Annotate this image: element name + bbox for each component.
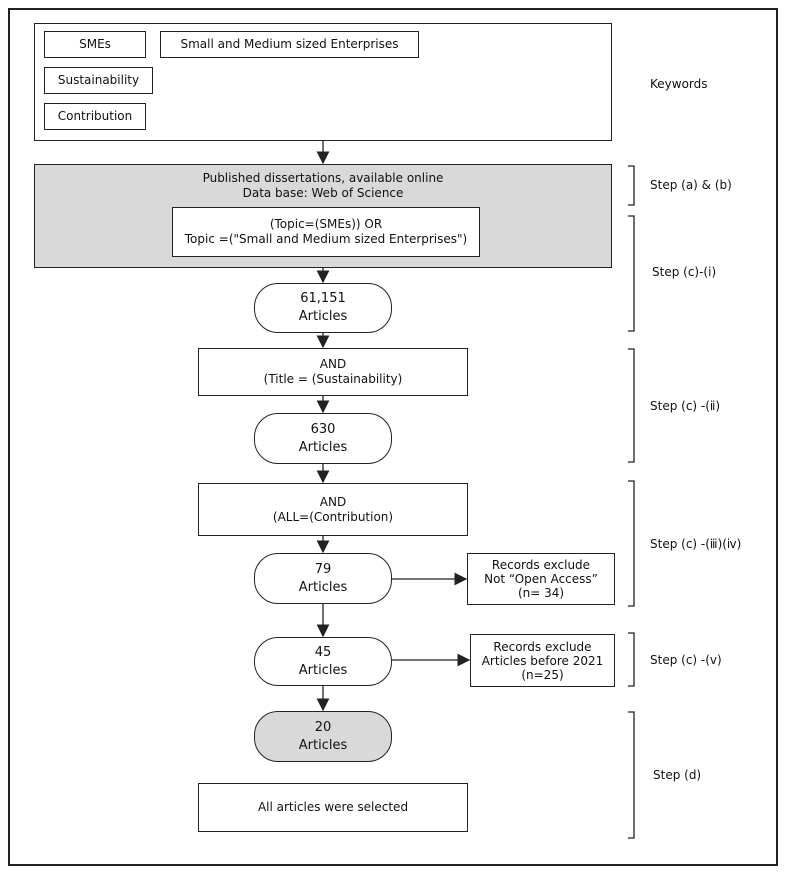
bracket-c-i xyxy=(628,215,635,332)
count-3-label: Articles xyxy=(298,579,348,595)
count-5-value: 20 xyxy=(314,719,332,735)
database-query-box: (Topic=(SMEs)) OR Topic =("Small and Med… xyxy=(172,207,480,257)
keyword-sustainability-text: Sustainability xyxy=(57,73,140,87)
count-box-1: 61,151 Articles xyxy=(254,283,392,333)
count-1-label: Articles xyxy=(298,309,348,324)
step-label-ab: Step (a) & (b) xyxy=(650,178,732,192)
exclude-2-line3: (n=25) xyxy=(521,667,564,682)
database-query-line1: (Topic=(SMEs)) OR xyxy=(269,217,383,231)
keyword-smes: SMEs xyxy=(44,31,146,58)
count-box-4: 45 Articles xyxy=(254,637,392,686)
bracket-c-v xyxy=(628,632,635,687)
count-4-label: Articles xyxy=(298,662,348,678)
and-title-line2: (Title = (Sustainability) xyxy=(263,372,403,386)
and-all-line1: AND xyxy=(319,494,347,509)
step-label-c-i: Step (c)-(ⅰ) xyxy=(652,265,717,279)
count-2-label: Articles xyxy=(298,439,348,455)
step-label-c-v: Step (c) -(ⅴ) xyxy=(650,653,722,667)
count-5-label: Articles xyxy=(298,737,348,753)
step-label-d: Step (d) xyxy=(653,768,702,782)
diagram-frame xyxy=(8,8,778,866)
final-selection-box: All articles were selected xyxy=(198,783,468,832)
exclude-1-line2: Not “Open Access” xyxy=(484,572,598,586)
keyword-contribution: Contribution xyxy=(44,103,146,130)
step-label-c-ii: Step (c) -(ⅱ) xyxy=(650,399,721,413)
exclude-1-line1: Records exclude xyxy=(491,558,591,572)
step-label-c-iii-iv: Step (c) -(ⅲ)(ⅳ) xyxy=(650,537,742,551)
exclude-2-line2: Articles before 2021 xyxy=(481,653,604,668)
and-all-line2: (ALL=(Contribution) xyxy=(272,509,394,524)
database-line1: Published dissertations, available onlin… xyxy=(202,171,444,185)
keyword-smes-full-text: Small and Medium sized Enterprises xyxy=(180,37,399,51)
count-box-2: 630 Articles xyxy=(254,413,392,464)
count-1-value: 61,151 xyxy=(300,291,346,306)
keyword-sustainability: Sustainability xyxy=(44,67,153,94)
database-query-line2: Topic =("Small and Medium sized Enterpri… xyxy=(184,232,468,246)
count-2-value: 630 xyxy=(310,421,336,437)
keyword-smes-full: Small and Medium sized Enterprises xyxy=(160,31,419,58)
exclude-box-1: Records exclude Not “Open Access” (n= 34… xyxy=(467,553,615,605)
count-box-3: 79 Articles xyxy=(254,553,392,604)
exclude-box-2: Records exclude Articles before 2021 (n=… xyxy=(470,634,615,687)
bracket-c-ii xyxy=(628,348,635,463)
keywords-side-label: Keywords xyxy=(650,77,708,91)
keyword-contribution-text: Contribution xyxy=(57,109,133,123)
count-3-value: 79 xyxy=(314,561,332,577)
bracket-ab xyxy=(628,165,635,206)
exclude-2-line1: Records exclude xyxy=(493,639,592,654)
count-4-value: 45 xyxy=(314,644,332,660)
bracket-d xyxy=(628,711,635,839)
and-title-line1: AND xyxy=(319,357,347,371)
and-title-box: AND (Title = (Sustainability) xyxy=(198,348,468,396)
and-all-box: AND (ALL=(Contribution) xyxy=(198,483,468,536)
bracket-c-iii-iv xyxy=(628,480,635,607)
database-line2: Data base: Web of Science xyxy=(242,186,404,200)
keyword-smes-text: SMEs xyxy=(79,37,111,51)
count-box-5: 20 Articles xyxy=(254,711,392,762)
exclude-1-line3: (n= 34) xyxy=(517,586,565,600)
final-selection-text: All articles were selected xyxy=(257,800,409,814)
